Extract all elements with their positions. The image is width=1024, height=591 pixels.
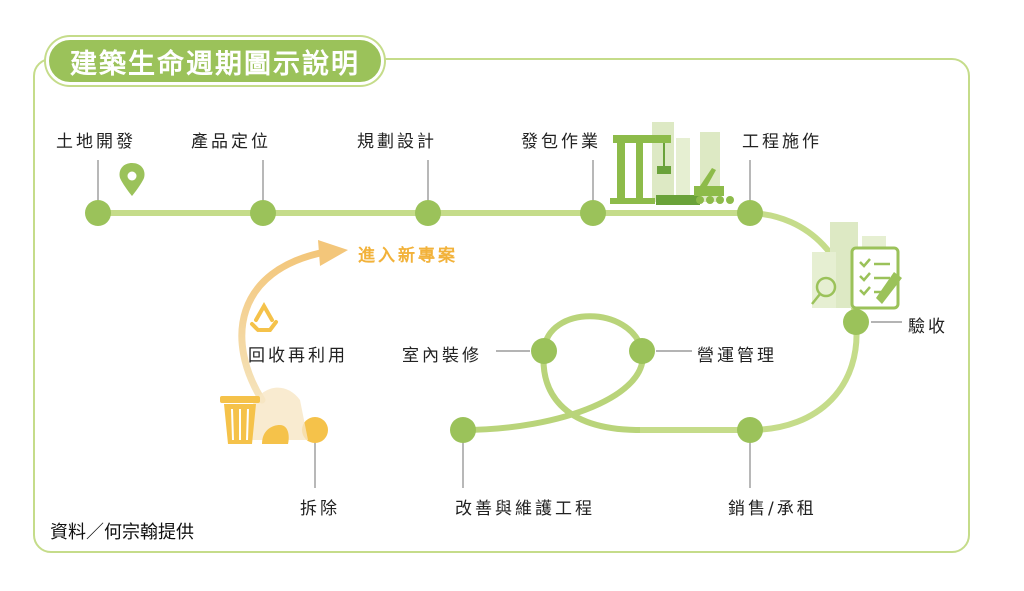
label-sales: 銷售/承租 bbox=[728, 499, 817, 519]
path-loop bbox=[462, 313, 646, 433]
leader-lines bbox=[97, 160, 902, 488]
label-land: 土地開發 bbox=[56, 132, 136, 152]
label-operation: 營運管理 bbox=[697, 346, 777, 366]
dot-maintenance bbox=[450, 417, 476, 443]
dot-sales bbox=[737, 417, 763, 443]
label-interior: 室內裝修 bbox=[402, 346, 482, 366]
recycle-arrowhead bbox=[318, 240, 348, 266]
label-construction: 工程施作 bbox=[742, 132, 822, 152]
diagram-frame bbox=[33, 58, 970, 553]
label-design: 規劃設計 bbox=[357, 132, 437, 152]
label-new-project: 進入新專案 bbox=[358, 246, 458, 266]
dot-inspection bbox=[843, 309, 869, 335]
dot-demolition bbox=[302, 417, 328, 443]
diagram-title: 建築生命週期圖示說明 bbox=[46, 37, 384, 85]
dot-construction bbox=[737, 200, 763, 226]
label-positioning: 產品定位 bbox=[191, 132, 271, 152]
inspection-checklist-icon bbox=[811, 222, 902, 310]
dot-interior bbox=[531, 338, 557, 364]
label-contracting: 發包作業 bbox=[521, 132, 601, 152]
dot-contracting bbox=[580, 200, 606, 226]
source-credit: 資料／何宗翰提供 bbox=[50, 522, 194, 543]
label-demolition: 拆除 bbox=[300, 499, 340, 519]
stage-dots bbox=[85, 200, 869, 443]
recycle-symbol-icon bbox=[250, 301, 278, 332]
label-maintenance: 改善與維護工程 bbox=[455, 499, 595, 519]
label-inspection: 驗收 bbox=[908, 317, 948, 337]
recycle-arrow bbox=[238, 248, 329, 404]
trash-bin-icon bbox=[220, 387, 308, 444]
location-pin-icon bbox=[119, 163, 145, 196]
label-recycle: 回收再利用 bbox=[248, 346, 348, 366]
dot-positioning bbox=[250, 200, 276, 226]
dot-operation bbox=[629, 338, 655, 364]
dot-design bbox=[415, 200, 441, 226]
dot-land bbox=[85, 200, 111, 226]
construction-site-icon bbox=[610, 122, 734, 205]
